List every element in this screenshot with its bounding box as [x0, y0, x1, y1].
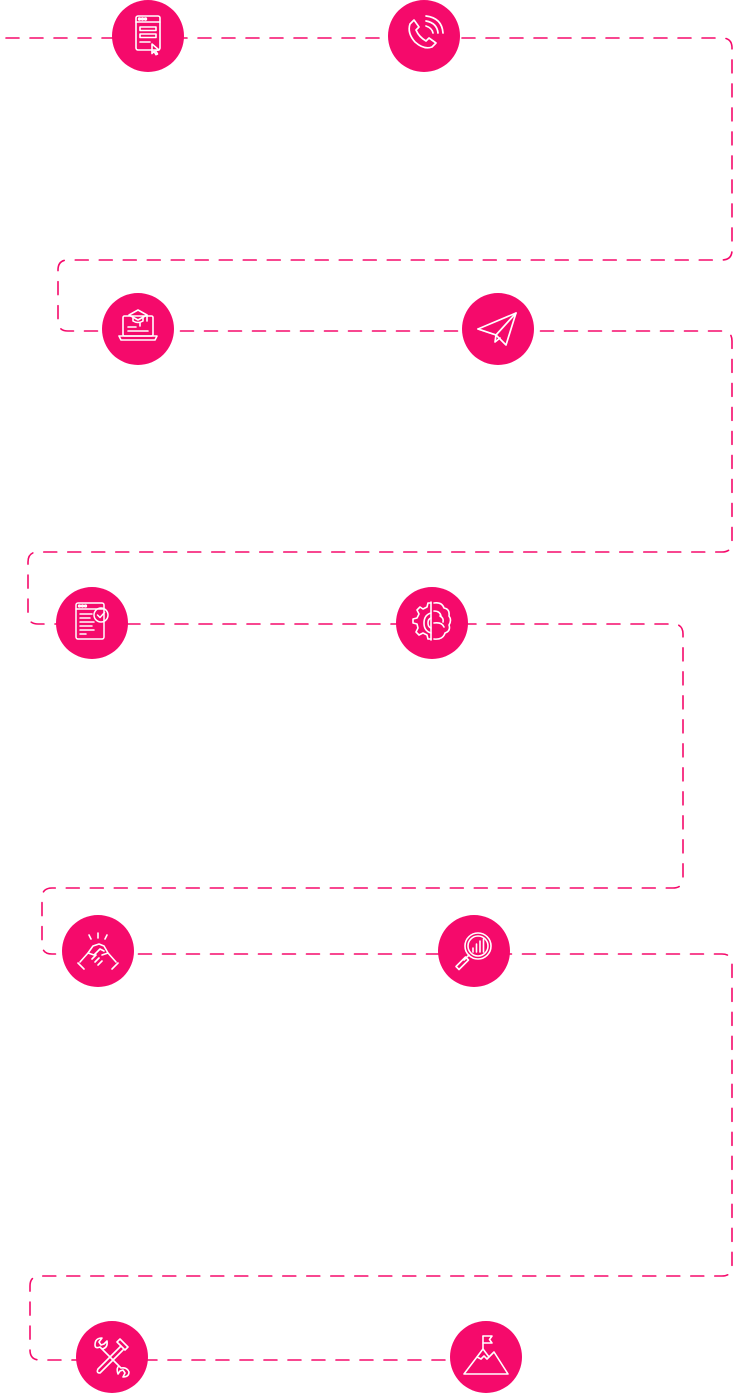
- brain-gear-icon: [396, 587, 468, 659]
- checklist-icon: [56, 587, 128, 659]
- step-circle-7: [62, 915, 134, 987]
- step-circle-10: [450, 1321, 522, 1393]
- step-circle-3: [102, 293, 174, 365]
- web-form-icon: [112, 0, 184, 72]
- tools-icon: [76, 1321, 148, 1393]
- step-circle-9: [76, 1321, 148, 1393]
- phone-call-icon: [388, 0, 460, 72]
- step-circle-6: [396, 587, 468, 659]
- step-circle-5: [56, 587, 128, 659]
- handshake-icon: [62, 915, 134, 987]
- paper-plane-icon: [462, 293, 534, 365]
- step-circle-8: [438, 915, 510, 987]
- dashed-connector-path: [5, 37, 733, 1361]
- step-circle-2: [388, 0, 460, 72]
- mountain-flag-icon: [450, 1321, 522, 1393]
- step-circle-1: [112, 0, 184, 72]
- step-circle-4: [462, 293, 534, 365]
- online-course-icon: [102, 293, 174, 365]
- analytics-search-icon: [438, 915, 510, 987]
